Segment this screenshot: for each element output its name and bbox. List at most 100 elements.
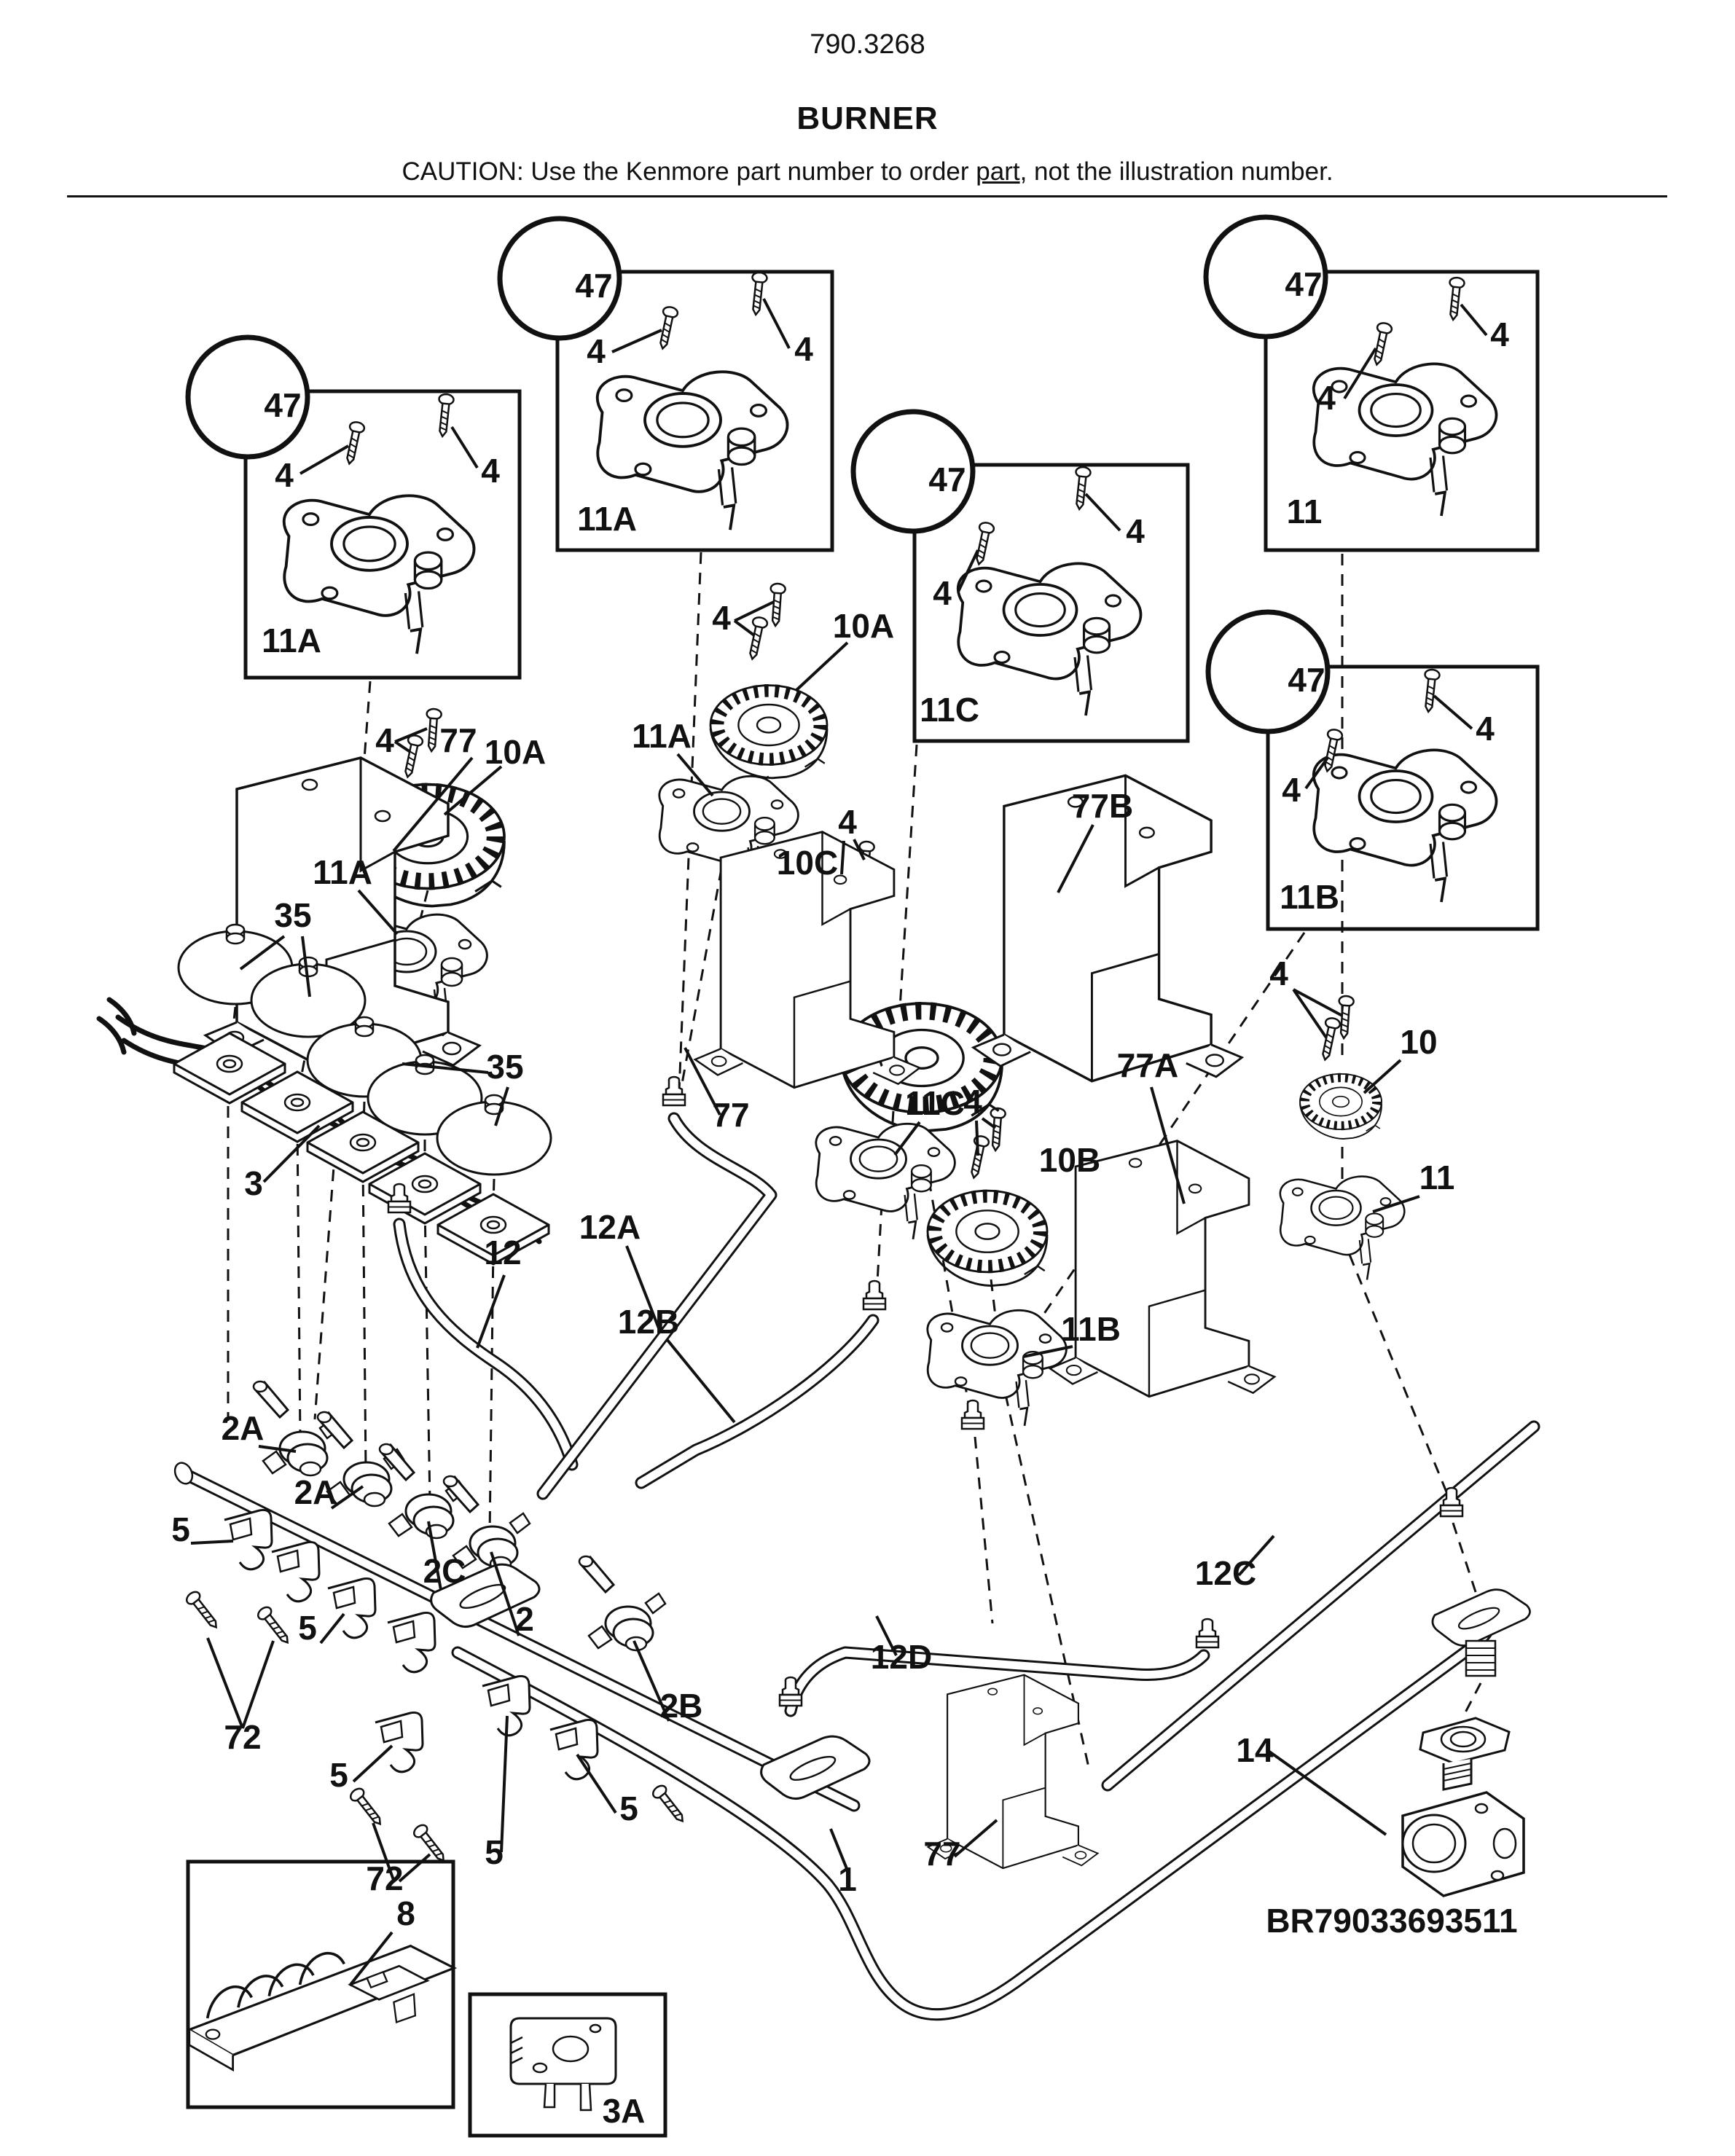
- bracket-77a: [1049, 1140, 1276, 1398]
- part-label-10a: 10A: [485, 733, 546, 771]
- part-label-11a: 11A: [577, 500, 637, 538]
- part-label-2: 2: [515, 1600, 534, 1638]
- part-label-3: 3: [244, 1164, 263, 1202]
- screw-72: [649, 1782, 689, 1827]
- part-label-77b: 77B: [1072, 787, 1133, 825]
- part-label-5: 5: [171, 1510, 190, 1548]
- part-label-72: 72: [366, 1859, 403, 1897]
- screw-4: [987, 1107, 1007, 1152]
- part-label-47: 47: [264, 386, 301, 424]
- part-label-1: 1: [838, 1860, 857, 1898]
- part-label-4: 4: [712, 599, 731, 637]
- part-label-2c: 2C: [423, 1552, 466, 1590]
- caution-suffix: , not the illustration number.: [1019, 157, 1333, 186]
- part-label-5: 5: [298, 1609, 317, 1647]
- detail-circle-47: [1205, 609, 1331, 734]
- callout-box-11: [1264, 270, 1540, 552]
- manifold-tab-plate: [760, 1735, 871, 1800]
- part-label-47: 47: [1285, 265, 1322, 303]
- detail-circle-47: [1203, 214, 1328, 340]
- part-label-4: 4: [794, 330, 813, 368]
- part-label-4: 4: [1476, 710, 1495, 748]
- screw-72: [347, 1785, 387, 1830]
- detail-circle-47: [850, 409, 976, 534]
- part-label-47: 47: [1288, 661, 1325, 699]
- part-label-4: 4: [1269, 954, 1288, 992]
- screw-72: [183, 1588, 223, 1633]
- part-label-10b: 10B: [1039, 1141, 1100, 1179]
- part-label-77: 77: [712, 1096, 749, 1134]
- part-label-4: 4: [963, 1083, 982, 1121]
- part-label-2a: 2A: [294, 1473, 337, 1511]
- screw-4: [341, 420, 367, 466]
- part-label-2b: 2B: [660, 1687, 703, 1725]
- part-label-35: 35: [274, 896, 311, 934]
- tube-fitting: [1195, 1618, 1220, 1649]
- part-label-br79033693511: BR79033693511: [1266, 1902, 1517, 1940]
- part-label-4: 4: [1317, 379, 1336, 417]
- parts-layer: [173, 232, 1531, 2112]
- burner-mount-11b: [926, 1309, 1068, 1427]
- caution-underlined-word: part: [976, 157, 1020, 186]
- part-label-4: 4: [375, 721, 394, 759]
- part-label-4: 4: [1282, 771, 1301, 809]
- burner-mount-detail-11: [1312, 362, 1498, 517]
- screw-4: [747, 270, 769, 317]
- part-label-14: 14: [1236, 1731, 1274, 1769]
- part-label-12a: 12A: [579, 1208, 641, 1246]
- screw-4: [399, 733, 425, 780]
- part-label-11b: 11B: [1061, 1310, 1121, 1348]
- burner-mount-detail-11b: [1312, 748, 1498, 903]
- part-label-4: 4: [587, 332, 606, 370]
- clip-5: [386, 1611, 436, 1674]
- model-number: 790.3268: [810, 29, 925, 60]
- gas-pipes: [173, 1112, 1540, 2021]
- burner-ring-10a-mid: [710, 686, 827, 778]
- clip-5: [549, 1718, 599, 1781]
- screw-4: [1444, 275, 1466, 322]
- pipe-flange: [1431, 1588, 1531, 1647]
- gas-valve-2b: [578, 1555, 667, 1652]
- callout-box-11a: [555, 270, 834, 552]
- burner-mount-11: [1279, 1175, 1406, 1281]
- part-label-77a: 77A: [1117, 1046, 1178, 1084]
- orifice-block-3a: [509, 2017, 617, 2112]
- part-label-5: 5: [485, 1833, 504, 1871]
- part-label-10: 10: [1400, 1023, 1437, 1061]
- part-label-72: 72: [224, 1718, 261, 1756]
- screw-4: [744, 615, 769, 662]
- part-label-35: 35: [486, 1048, 523, 1086]
- part-label-12: 12: [484, 1234, 521, 1271]
- page-title: BURNER: [796, 101, 939, 136]
- callout-box-11a: [243, 389, 522, 680]
- callout-box-11c: [912, 463, 1190, 743]
- part-label-12c: 12C: [1195, 1554, 1256, 1592]
- clip-5: [223, 1508, 273, 1571]
- leader-lines: [190, 298, 1488, 1987]
- part-label-4: 4: [1490, 315, 1509, 353]
- part-label-5: 5: [619, 1790, 638, 1827]
- spark-module-8: [187, 1944, 456, 2071]
- callout-box-8: [186, 1859, 455, 2109]
- detail-circle-47: [185, 334, 310, 460]
- clip-5: [270, 1540, 321, 1603]
- tube-fitting: [862, 1279, 887, 1311]
- burner-head-10: [1300, 1074, 1382, 1139]
- part-label-5: 5: [329, 1756, 348, 1794]
- part-label-4: 4: [481, 452, 500, 490]
- caution-prefix: CAUTION: Use the Kenmore part number to …: [402, 157, 976, 186]
- part-label-47: 47: [575, 267, 612, 305]
- part-label-4: 4: [933, 574, 952, 612]
- screw-4: [1335, 995, 1355, 1040]
- part-label-4: 4: [838, 803, 857, 841]
- part-label-4: 4: [1126, 512, 1145, 550]
- part-label-11a: 11A: [632, 717, 692, 755]
- part-label-11: 11: [1287, 493, 1323, 530]
- part-label-11a: 11A: [313, 853, 372, 891]
- part-label-77: 77: [439, 721, 477, 759]
- callout-box-3a: [468, 1992, 667, 2138]
- detail-circle-47: [497, 216, 622, 341]
